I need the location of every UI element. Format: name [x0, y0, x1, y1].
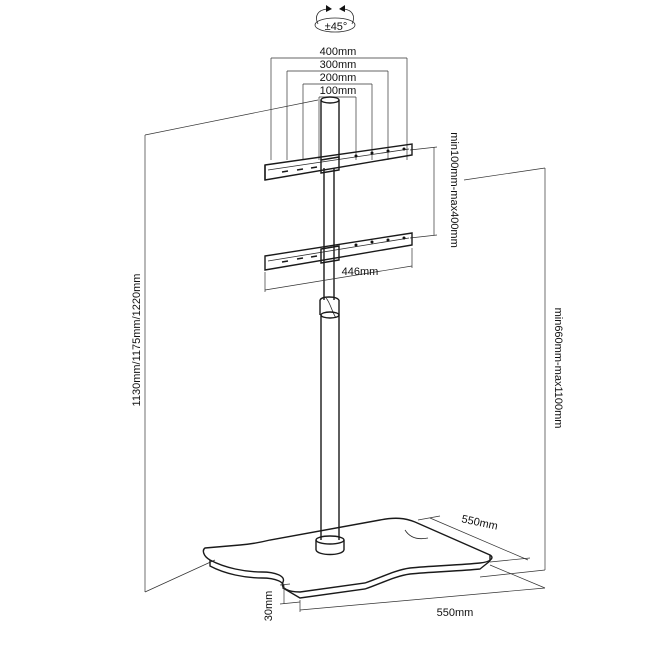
bracket-spacing-label: min100mm-max400mm	[448, 132, 460, 248]
base-depth-dimension	[417, 515, 531, 563]
rotation-label: ±45°	[325, 21, 348, 33]
base-thickness-label: 30mm	[263, 591, 275, 622]
mount-height-label: min660mm-max1100mm	[552, 308, 564, 429]
bracket-width-label: 446mm	[342, 266, 379, 278]
vesa-300-label: 300mm	[320, 59, 357, 71]
base-width-label: 550mm	[437, 607, 474, 619]
lower-bracket	[264, 232, 413, 271]
base-thickness-dimension	[279, 583, 301, 605]
rotate-arrows-icon	[314, 5, 356, 33]
base-plate	[202, 517, 493, 599]
upright-pole	[315, 96, 345, 556]
base-depth-label: 550mm	[460, 513, 498, 532]
total-height-dimension	[144, 99, 319, 593]
base-width-dimension	[299, 564, 546, 612]
upper-bracket	[264, 143, 413, 181]
mount-height-dimension	[463, 167, 546, 578]
vesa-200-label: 200mm	[320, 72, 357, 84]
bracket-width-dimension	[264, 248, 413, 292]
vesa-100-label: 100mm	[320, 85, 357, 97]
vesa-400-label: 400mm	[320, 46, 357, 58]
bracket-spacing-dimension	[409, 146, 438, 239]
total-height-label: 1130mm/1175mm/1220mm	[131, 274, 143, 407]
vesa-dimension-lines	[270, 57, 408, 160]
